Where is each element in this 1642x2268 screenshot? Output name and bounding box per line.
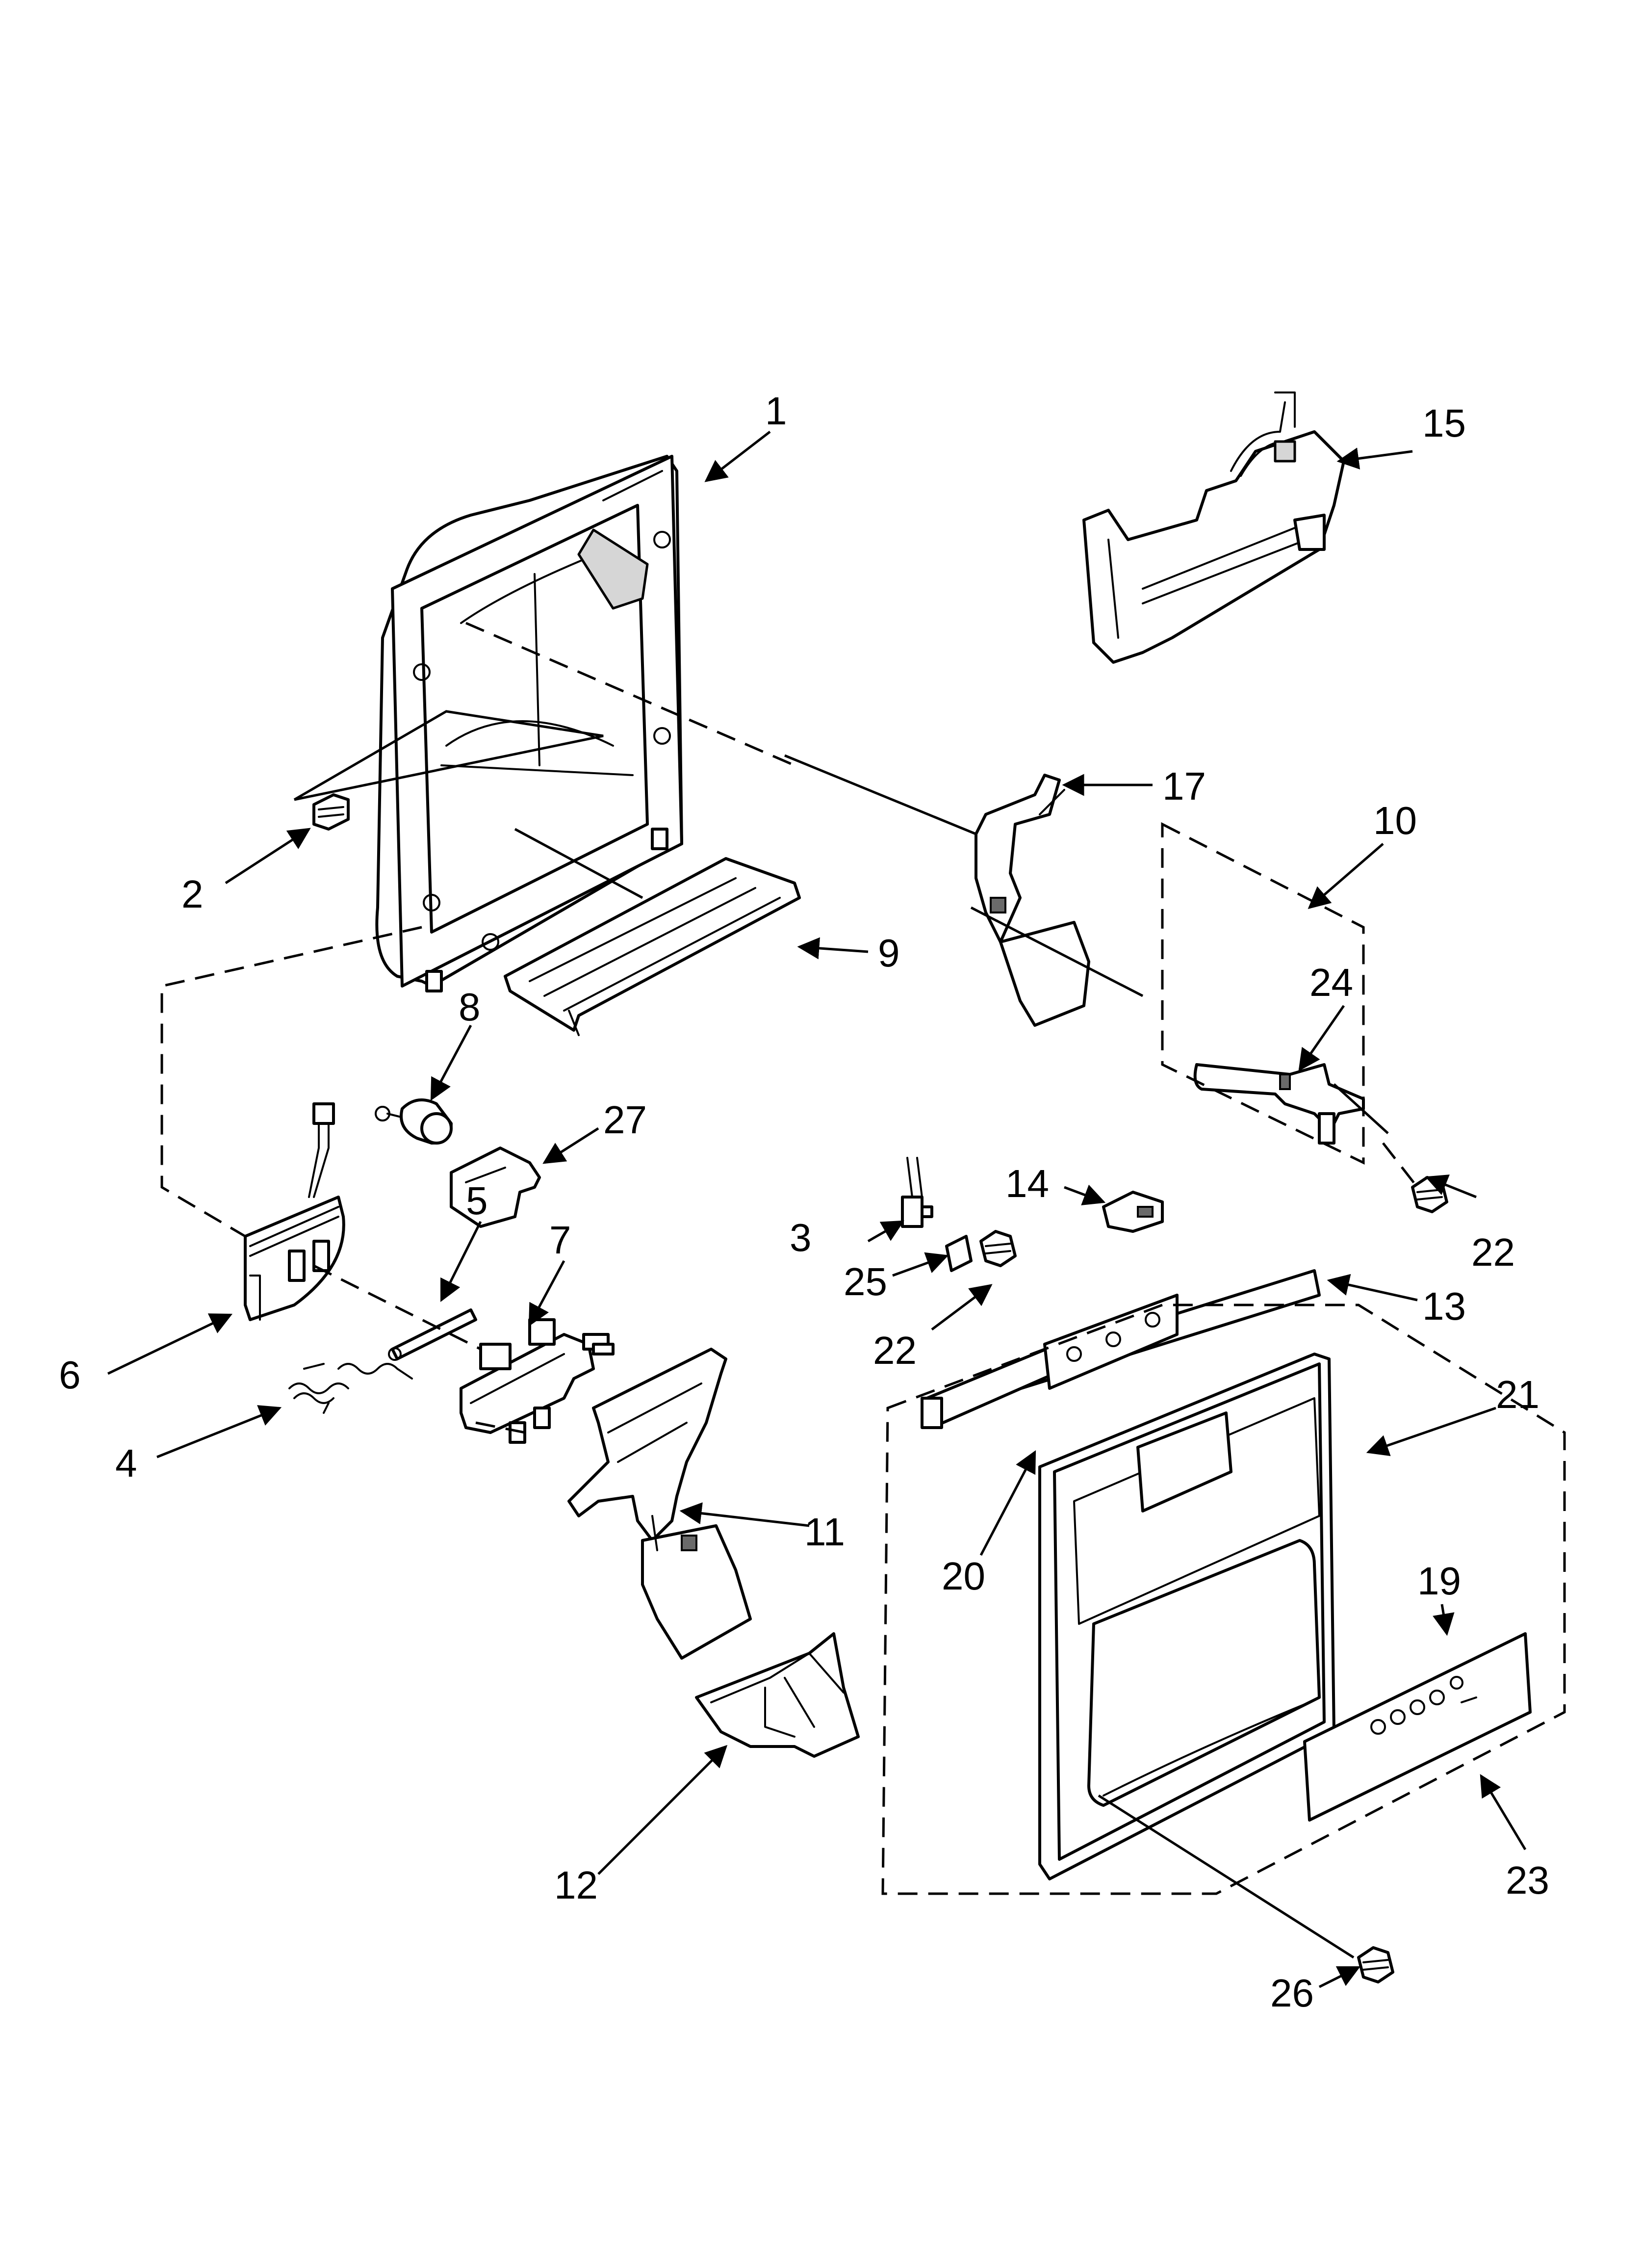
chute-part-12 (695, 1632, 860, 1758)
drip-tray-part-9 (504, 857, 801, 1036)
callout-22-right: 22 (1471, 1230, 1515, 1274)
callout-4: 4 (115, 1441, 137, 1485)
lever-part-17 (975, 774, 1090, 1027)
clip-part-3 (901, 1157, 933, 1228)
callout-19: 19 (1417, 1559, 1461, 1603)
callout-5: 5 (466, 1179, 488, 1223)
connector-part-14 (1102, 1191, 1164, 1233)
callout-arrows (107, 431, 1527, 1988)
cover-part-27 (450, 1147, 541, 1228)
callout-26: 26 (1270, 1971, 1314, 2015)
callout-27: 27 (603, 1098, 647, 1142)
callout-11: 11 (804, 1510, 845, 1554)
callout-13: 13 (1422, 1284, 1466, 1328)
damper-part-8 (375, 1098, 453, 1145)
callout-17: 17 (1162, 764, 1206, 808)
control-box-part-15 (1082, 391, 1345, 664)
callout-23: 23 (1506, 1858, 1549, 1902)
screw-part-22-center (979, 1230, 1017, 1267)
switch-part-24 (1193, 1063, 1365, 1145)
control-overlay-part-19 (1303, 1632, 1532, 1822)
lever-part-11 (567, 1348, 752, 1660)
pin-part-5 (388, 1308, 477, 1361)
callout-labels: 1 2 15 17 10 9 24 8 27 22 14 3 25 5 7 6 … (59, 389, 1549, 2015)
group-outline-23 (881, 1303, 1566, 1895)
actuator-part-7 (460, 1318, 615, 1444)
solenoid-part-6 (244, 1102, 345, 1321)
assembly-lines (160, 622, 1418, 1959)
callout-12: 12 (554, 1863, 598, 1907)
dispenser-housing-part-1 (375, 455, 683, 992)
callout-6: 6 (59, 1353, 81, 1397)
callout-7: 7 (549, 1218, 571, 1262)
dispenser-panel-part-21 (1038, 1353, 1335, 1880)
screw-part-2 (312, 793, 350, 831)
callout-20: 20 (942, 1554, 985, 1598)
screw-part-26 (1357, 1946, 1394, 1983)
callout-22-center: 22 (873, 1329, 917, 1372)
spring-part-4 (288, 1363, 413, 1414)
callout-10: 10 (1373, 799, 1417, 842)
group-outline-10 (1161, 822, 1365, 1165)
callout-24: 24 (1309, 961, 1353, 1004)
callout-25: 25 (844, 1260, 887, 1303)
callout-1: 1 (765, 389, 787, 433)
callout-21: 21 (1496, 1373, 1539, 1416)
callout-15: 15 (1422, 401, 1466, 445)
display-board-part-20 (921, 1294, 1179, 1429)
callout-14: 14 (1005, 1162, 1049, 1205)
callout-9: 9 (878, 931, 900, 975)
callout-8: 8 (459, 985, 481, 1029)
callout-2: 2 (181, 872, 204, 916)
callout-3: 3 (790, 1216, 812, 1259)
shim-part-25 (945, 1235, 973, 1272)
